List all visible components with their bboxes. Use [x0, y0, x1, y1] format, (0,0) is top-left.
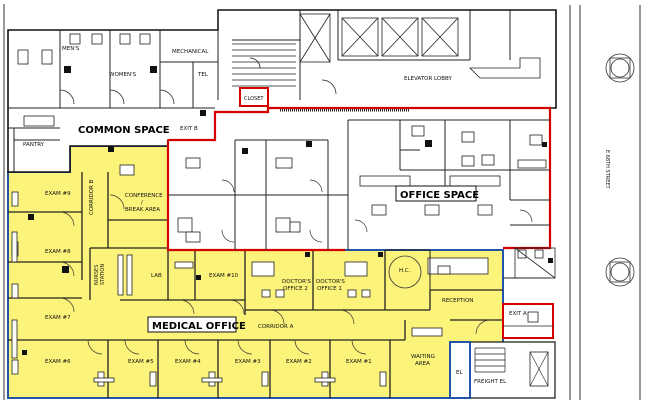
- room-womens: WOMEN'S: [109, 72, 137, 78]
- room-exam-1: EXAM #1: [346, 359, 372, 365]
- room-freight-el: FREIGHT EL: [474, 379, 507, 385]
- room-exam-8: EXAM #8: [45, 249, 71, 255]
- common-space-label: COMMON SPACE: [78, 125, 170, 136]
- room-doctors-office-2-line2: OFFICE 2: [283, 286, 308, 292]
- room-doctors-office-2-line1: DOCTOR'S: [282, 279, 311, 285]
- room-doctors-office-1-line1: DOCTOR'S: [316, 279, 345, 285]
- building-edge: [3, 4, 641, 400]
- room-waiting-line2: AREA: [415, 361, 430, 367]
- room-closet: CLOSET: [244, 96, 264, 102]
- room-exam-9: EXAM #9: [45, 191, 71, 197]
- room-exam-3: EXAM #3: [235, 359, 261, 365]
- room-exam-2: EXAM #2: [286, 359, 312, 365]
- office-space-zone: [166, 106, 556, 279]
- room-mens: MEN'S: [62, 46, 80, 52]
- room-exit-a: EXIT A: [509, 311, 527, 317]
- office-space-label-box: [395, 185, 477, 202]
- room-waiting-line1: WAITING: [411, 354, 435, 360]
- room-exam-4: EXAM #4: [175, 359, 201, 365]
- street-label: E 68TH STREET: [604, 150, 610, 190]
- room-conference-line1: CONFERENCE: [125, 193, 163, 199]
- room-lab: LAB: [151, 273, 162, 279]
- exit-a-zone: [502, 303, 554, 339]
- room-el: EL: [456, 370, 463, 376]
- room-doctors-office-1-line2: OFFICE 1: [317, 286, 342, 292]
- room-nurses-line1: NURSES: [94, 265, 100, 285]
- freight-elevator-zone: [449, 341, 556, 399]
- room-nurses-line2: STATION: [100, 264, 106, 285]
- room-tel: TEL: [197, 72, 209, 78]
- medical-office-label-box: [147, 316, 237, 333]
- room-conference-line2: /: [141, 200, 143, 206]
- room-exam-5: EXAM #5: [128, 359, 154, 365]
- room-exam-10: EXAM #10: [209, 273, 239, 279]
- medical-office-label: MEDICAL OFFICE: [152, 321, 246, 332]
- room-pantry: PANTRY: [23, 142, 45, 148]
- medical-office-zone: [7, 145, 504, 399]
- closet-outline: [239, 87, 269, 107]
- room-exam-7: EXAM #7: [45, 315, 71, 321]
- room-corridor-a: CORRIDOR A: [258, 324, 294, 330]
- office-space-label: OFFICE SPACE: [400, 190, 479, 201]
- room-conference-line3: BREAK AREA: [125, 207, 160, 213]
- room-reception: RECEPTION: [442, 298, 473, 304]
- room-exit-b: EXIT B: [180, 126, 198, 132]
- street-trees: [605, 53, 635, 287]
- common-space-label-box: [70, 120, 186, 136]
- hc-clearance: [388, 255, 422, 289]
- room-mechanical: MECHANICAL: [172, 49, 209, 55]
- room-elevator-lobby: ELEVATOR LOBBY: [404, 76, 452, 82]
- room-corridor-b: CORRIDOR B: [89, 179, 95, 215]
- room-hc: H.C.: [399, 268, 411, 274]
- room-exam-6: EXAM #6: [45, 359, 71, 365]
